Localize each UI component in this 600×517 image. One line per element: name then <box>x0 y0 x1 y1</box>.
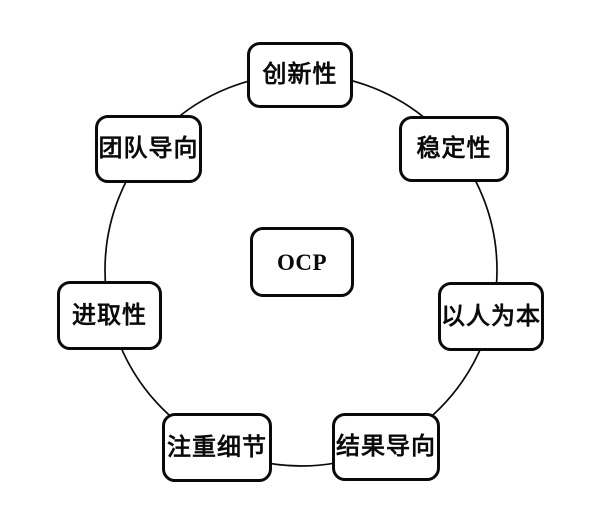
node-innovation: 创新性 <box>247 42 353 108</box>
node-enterprising: 进取性 <box>57 281 162 350</box>
node-team-oriented: 团队导向 <box>95 115 202 183</box>
node-results-oriented: 结果导向 <box>332 413 440 481</box>
node-stability: 稳定性 <box>399 116 509 182</box>
node-ocp-center: OCP <box>250 227 354 297</box>
node-attention-to-detail: 注重细节 <box>162 413 272 482</box>
node-people-oriented: 以人为本 <box>438 282 544 351</box>
